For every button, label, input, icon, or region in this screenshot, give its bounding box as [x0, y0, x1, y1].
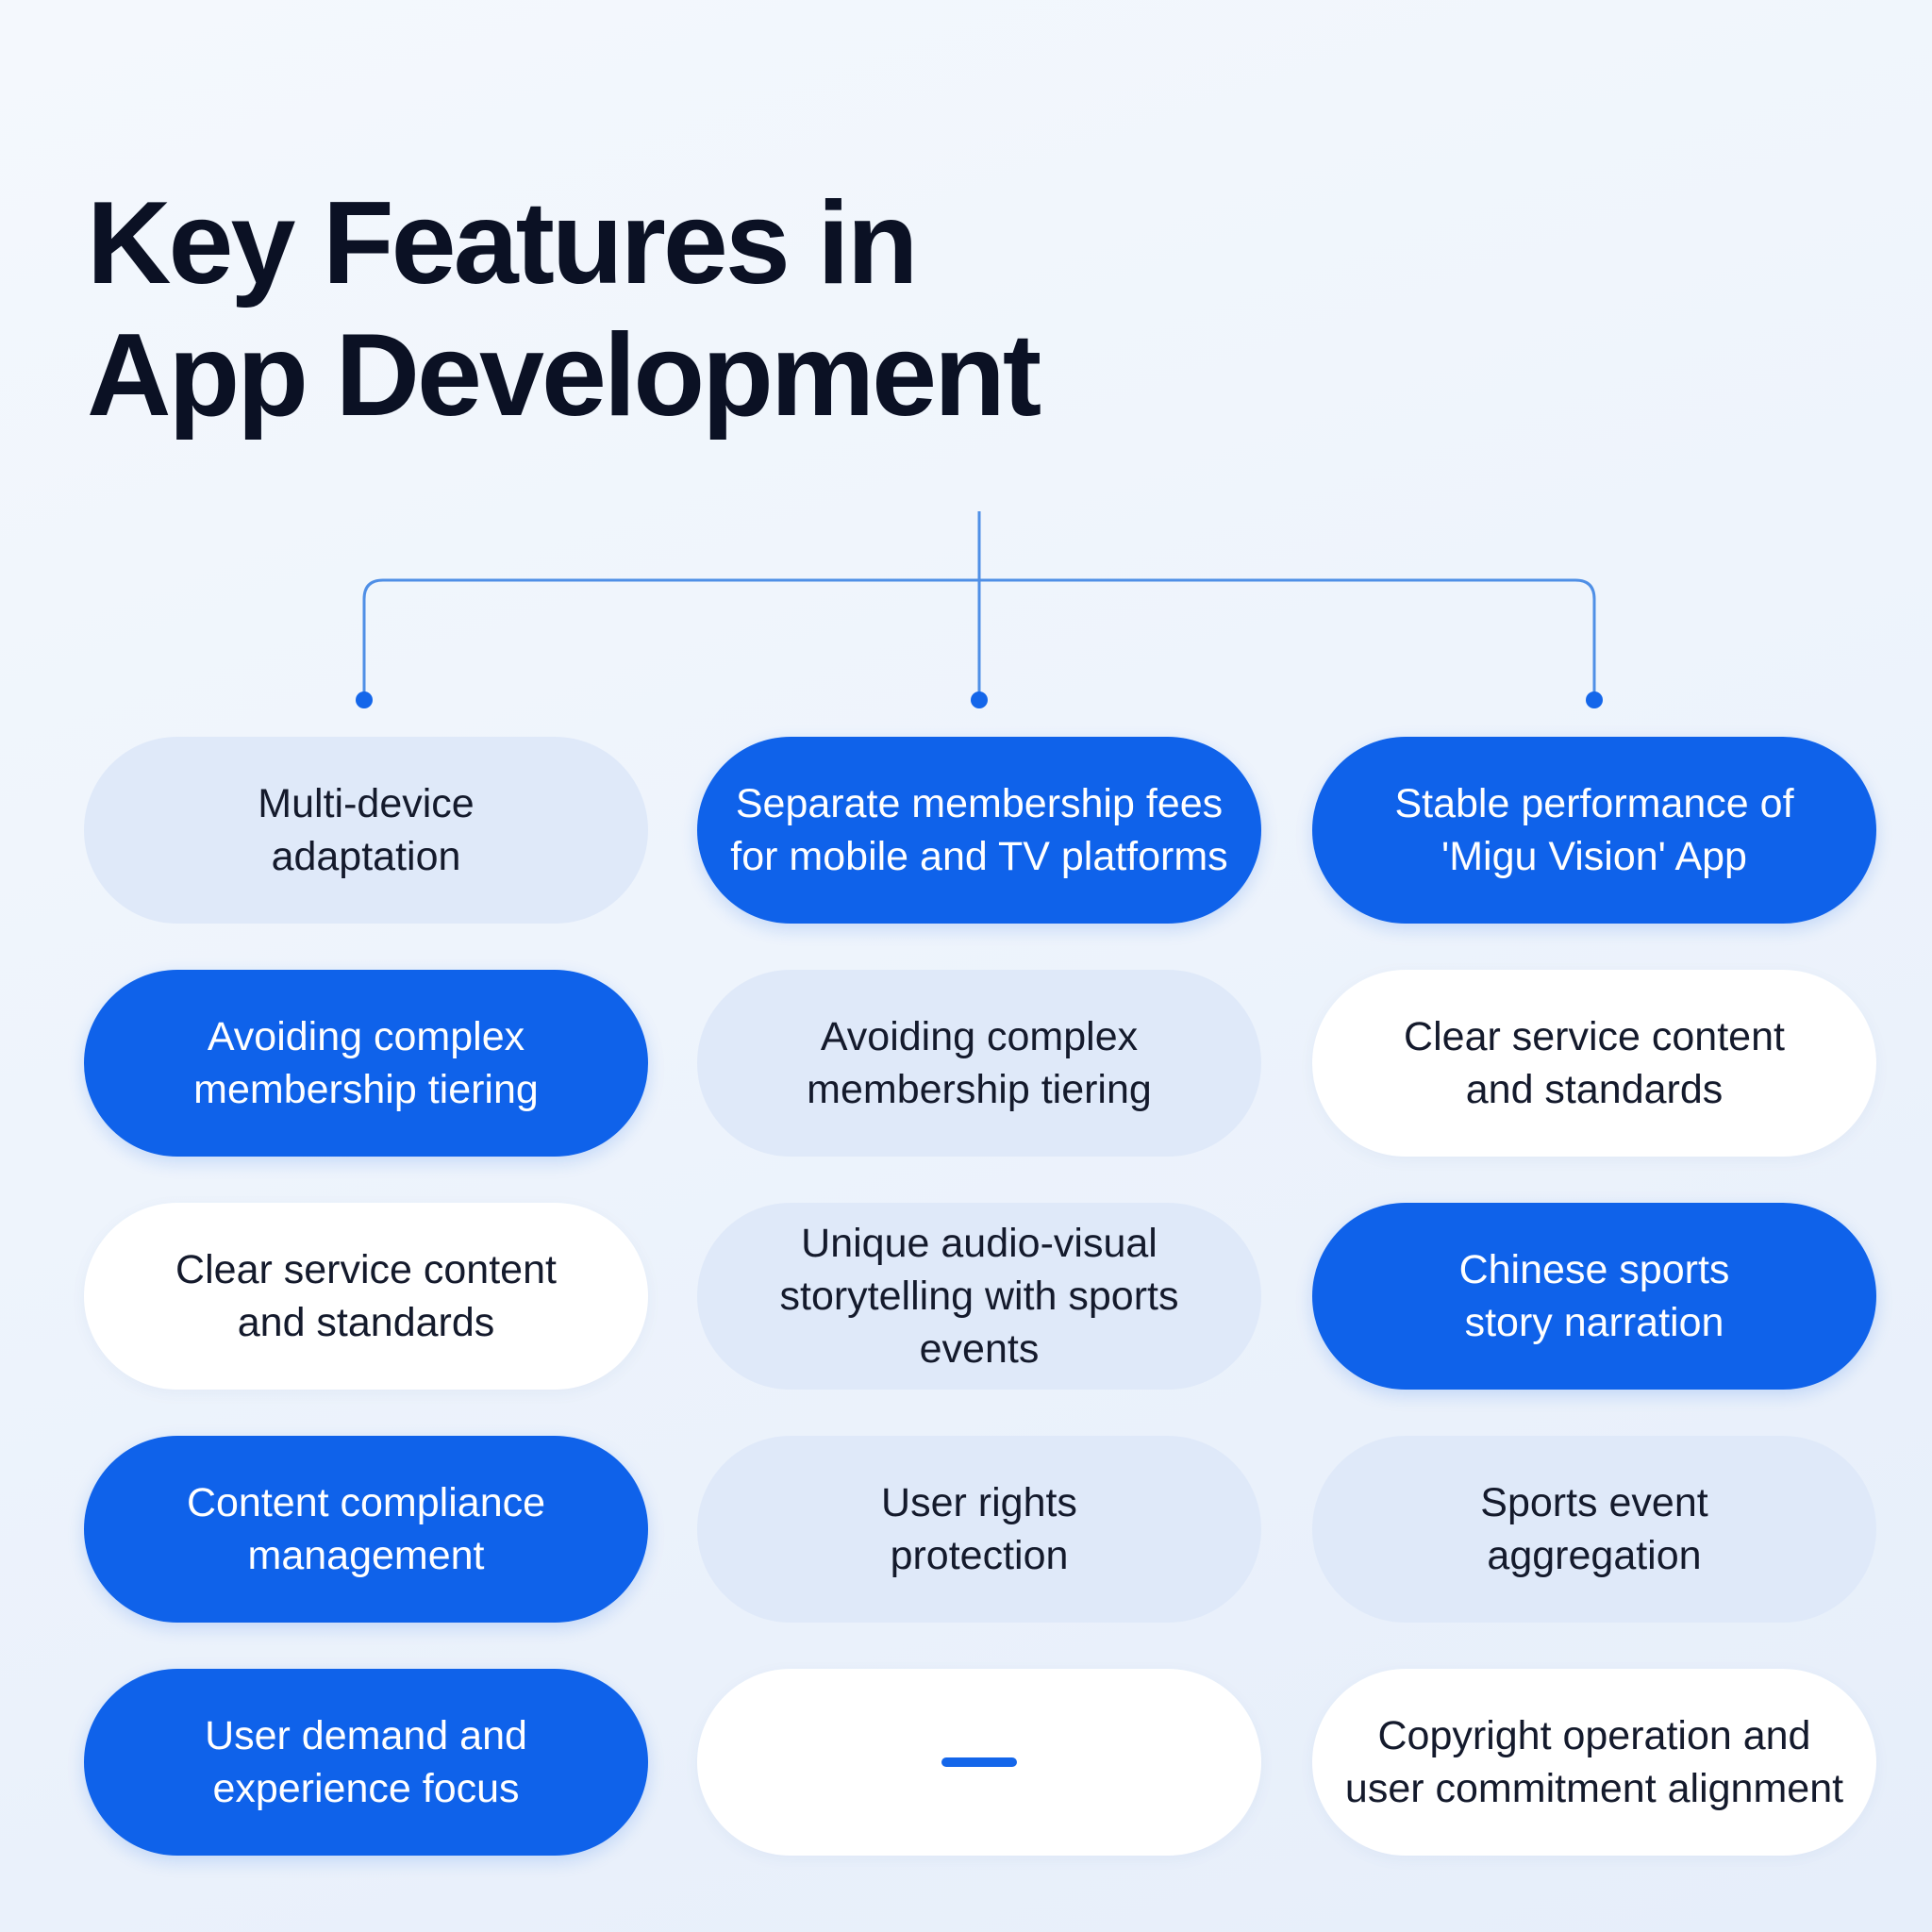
feature-card-label: User rights protection [881, 1480, 1077, 1578]
connector-dot-center [971, 691, 988, 708]
feature-card-label: Copyright operation and user commitment … [1344, 1713, 1844, 1811]
feature-card-event-aggregation: Sports event aggregation [1312, 1436, 1876, 1623]
feature-card-label: Unique audio-visual storytelling with sp… [779, 1221, 1179, 1372]
title-line-2: App Development [87, 310, 1041, 441]
feature-card-label: Separate membership fees for mobile and … [730, 781, 1228, 879]
feature-card-clear-service-2: Clear service content and standards [84, 1203, 648, 1390]
feature-card-label: Multi-device adaptation [258, 781, 475, 879]
feature-card-copyright: Copyright operation and user commitment … [1312, 1669, 1876, 1856]
feature-card-empty [697, 1669, 1261, 1856]
feature-card-user-demand: User demand and experience focus [84, 1669, 648, 1856]
feature-card-content-compliance: Content compliance management [84, 1436, 648, 1623]
feature-card-label: Sports event aggregation [1480, 1480, 1708, 1578]
feature-card-label: Chinese sports story narration [1458, 1247, 1730, 1345]
feature-card-label: Avoiding complex membership tiering [193, 1014, 539, 1112]
feature-card-sports-narration: Chinese sports story narration [1312, 1203, 1876, 1390]
feature-card-label: Clear service content and standards [175, 1247, 557, 1345]
feature-card-avoiding-tiering-2: Avoiding complex membership tiering [697, 970, 1261, 1157]
feature-card-user-rights: User rights protection [697, 1436, 1261, 1623]
feature-card-membership-fees: Separate membership fees for mobile and … [697, 737, 1261, 924]
feature-card-clear-service: Clear service content and standards [1312, 970, 1876, 1157]
feature-card-avoiding-tiering: Avoiding complex membership tiering [84, 970, 648, 1157]
page-title: Key Features in App Development [87, 177, 1041, 441]
feature-card-label: User demand and experience focus [205, 1713, 527, 1811]
feature-card-label: Avoiding complex membership tiering [807, 1014, 1152, 1112]
feature-card-label: Content compliance management [186, 1480, 546, 1578]
feature-card-multi-device: Multi-device adaptation [84, 737, 648, 924]
connector-dot-right [1586, 691, 1603, 708]
feature-card-audio-visual: Unique audio-visual storytelling with sp… [697, 1203, 1261, 1390]
connector-left-branch [362, 578, 979, 700]
feature-card-label: Stable performance of 'Migu Vision' App [1394, 781, 1794, 879]
feature-card-stable-performance: Stable performance of 'Migu Vision' App [1312, 737, 1876, 924]
feature-card-label: Clear service content and standards [1404, 1014, 1785, 1112]
connector-right-branch [979, 578, 1596, 700]
dash-placeholder [941, 1757, 1017, 1767]
branch-connector [356, 511, 1603, 708]
connector-dot-left [356, 691, 373, 708]
title-line-1: Key Features in [87, 178, 918, 308]
